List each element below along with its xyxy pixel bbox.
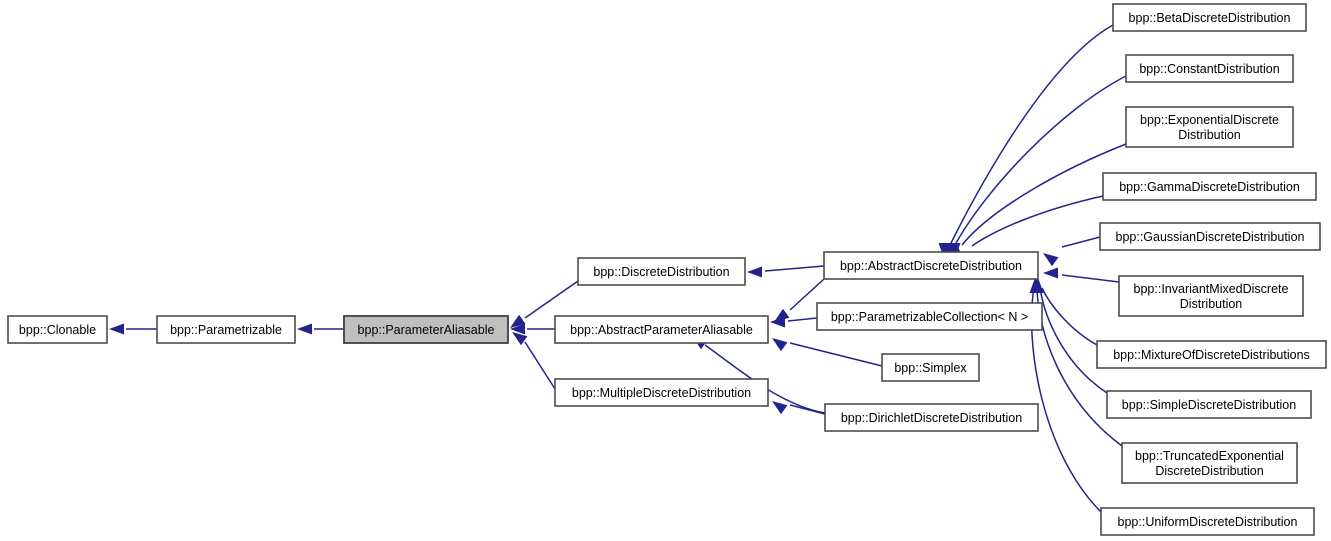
arrowhead [109, 323, 124, 335]
class-node-box[interactable] [1106, 390, 1312, 419]
class-node-abstractparameteraliasable[interactable]: bpp::AbstractParameterAliasable [554, 315, 769, 344]
class-node-betadiscretedistribution[interactable]: bpp::BetaDiscreteDistribution [1112, 3, 1307, 32]
class-node-box[interactable] [343, 315, 509, 344]
class-node-box[interactable] [823, 251, 1039, 280]
edge-simplex-to-abstractparameteraliasable [772, 338, 883, 367]
class-node-parameteraliasable[interactable]: bpp::ParameterAliasable [343, 315, 509, 344]
arrowhead [512, 332, 528, 346]
class-node-constantdistribution[interactable]: bpp::ConstantDistribution [1125, 54, 1294, 83]
class-node-gaussiandiscretedistribution[interactable]: bpp::GaussianDiscreteDistribution [1099, 222, 1321, 251]
class-node-box[interactable] [1099, 222, 1321, 251]
arrowhead [747, 266, 762, 278]
class-node-parametrizablecollection[interactable]: bpp::ParametrizableCollection< N > [816, 302, 1043, 331]
nodes-layer: bpp::Clonable bpp::Parametrizable bpp::Par… [7, 3, 1327, 536]
edge-dirichletdiscretedistribution-to-multiplediscretedistribution [772, 401, 826, 415]
class-node-box[interactable] [1100, 507, 1315, 536]
class-node-truncatedexponentialdiscretedistribution[interactable]: bpp::TruncatedExponentialDiscreteDistrib… [1121, 442, 1298, 484]
edge-multiplediscretedistribution-to-parameteraliasable [512, 332, 556, 390]
arrowhead [770, 316, 785, 328]
arrowhead [510, 323, 525, 335]
class-node-box[interactable] [1102, 172, 1317, 201]
class-node-box[interactable] [7, 315, 108, 344]
class-node-mixtureofdiscretedistributions[interactable]: bpp::MixtureOfDiscreteDistributions [1096, 340, 1327, 369]
arrowhead [1043, 267, 1058, 279]
class-node-clonable[interactable]: bpp::Clonable [7, 315, 108, 344]
class-node-box[interactable] [824, 403, 1039, 432]
arrowhead [774, 308, 790, 322]
class-node-multiplediscretedistribution[interactable]: bpp::MultipleDiscreteDistribution [554, 378, 769, 407]
class-node-box[interactable] [1112, 3, 1307, 32]
class-node-box[interactable] [881, 353, 980, 382]
class-node-box[interactable] [1121, 442, 1298, 484]
arrowhead [772, 338, 788, 352]
class-node-simplediscretedistribution[interactable]: bpp::SimpleDiscreteDistribution [1106, 390, 1312, 419]
class-node-uniformdiscretedistribution[interactable]: bpp::UniformDiscreteDistribution [1100, 507, 1315, 536]
edges-layer [109, 24, 1127, 513]
class-node-box[interactable] [554, 378, 769, 407]
arrowhead [510, 314, 526, 328]
edge-simplediscretedistribution-to-abstractdiscretedistribution [1032, 278, 1108, 394]
arrowhead [1043, 253, 1059, 267]
edge-discretedistribution-to-parameteraliasable [510, 280, 579, 328]
class-node-box[interactable] [156, 315, 296, 344]
class-node-gammadiscretedistribution[interactable]: bpp::GammaDiscreteDistribution [1102, 172, 1317, 201]
class-node-box[interactable] [1118, 275, 1304, 317]
class-node-box[interactable] [1125, 106, 1294, 148]
edge-parametrizablecollection-to-abstractparameteraliasable [770, 316, 818, 328]
class-node-discretedistribution[interactable]: bpp::DiscreteDistribution [577, 257, 746, 286]
class-node-box[interactable] [1125, 54, 1294, 83]
edge-parameteraliasable-to-parametrizable [297, 323, 344, 335]
edge-invariantmixeddiscretedistribution-to-abstractdiscretedistribution [1043, 267, 1120, 283]
arrowhead [1029, 278, 1041, 293]
edge-abstractdiscretedistribution-to-discretedistribution [747, 265, 825, 278]
edge-abstractparameteraliasable-to-parameteraliasable [510, 323, 555, 335]
class-node-simplex[interactable]: bpp::Simplex [881, 353, 980, 382]
class-node-box[interactable] [554, 315, 769, 344]
edge-betadiscretedistribution-to-abstractdiscretedistribution [938, 24, 1114, 258]
class-node-box[interactable] [816, 302, 1043, 331]
class-node-abstractdiscretedistribution[interactable]: bpp::AbstractDiscreteDistribution [823, 251, 1039, 280]
edge-gaussiandiscretedistribution-to-abstractdiscretedistribution [1043, 236, 1101, 267]
class-node-box[interactable] [577, 257, 746, 286]
class-node-box[interactable] [1096, 340, 1327, 369]
edge-abstractdiscretedistribution-to-abstractparameteraliasable [774, 278, 825, 322]
edge-parametrizable-to-clonable [109, 323, 157, 335]
arrowhead [772, 401, 788, 415]
class-node-dirichletdiscretedistribution[interactable]: bpp::DirichletDiscreteDistribution [824, 403, 1039, 432]
class-node-parametrizable[interactable]: bpp::Parametrizable [156, 315, 296, 344]
arrowhead [297, 323, 312, 335]
